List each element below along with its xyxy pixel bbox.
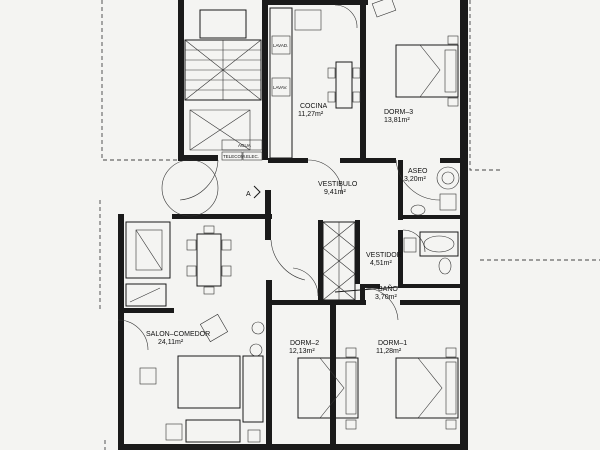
room-name-salon: SALON–COMEDOR [146,331,210,338]
room-area-aseo: 3,20m² [404,176,426,183]
dorm1-furniture [395,347,459,430]
room-name-cocina: COCINA [300,103,328,110]
salon-furniture [125,221,265,443]
label-elec: ELEC. [246,154,259,159]
room-name-dorm3: DORM–3 [384,109,413,116]
room-name-dorm2: DORM–2 [290,340,319,347]
room-name-vestibulo: VESTIBULO [318,181,358,188]
room-area-bano: 3,70m² [375,294,397,301]
room-area-vestidor: 4,51m² [370,260,392,267]
label-agua: AGUA [238,143,251,148]
entrance-label: A [246,191,251,198]
room-area-dorm3: 13,81m² [384,117,410,124]
appliance-labels: LAVAD. LAVAV. AGUA TELECOM. ELEC. [223,43,288,159]
exterior-outlines [99,0,600,450]
kitchen-fixtures [221,7,361,161]
label-telecom: TELECOM. [223,154,246,159]
room-name-aseo: ASEO [408,168,428,175]
room-labels: COCINA 11,27m² DORM–3 13,81m² ASEO 3,20m… [146,103,428,355]
room-area-salon: 24,11m² [158,339,184,346]
room-name-bano: BAÑO [378,284,398,293]
bano-fixtures [334,231,459,293]
label-lavadora: LAVAD. [273,43,288,48]
room-area-cocina: 11,27m² [298,111,324,118]
room-name-dorm1: DORM–1 [378,340,407,347]
label-lavavajillas: LAVAV. [273,85,287,90]
room-area-dorm1: 11,28m² [376,348,402,355]
staircase [184,9,262,151]
dorm2-furniture [297,347,359,430]
door-swings [117,4,441,351]
wardrobe [322,221,356,301]
walls [118,0,468,450]
room-area-dorm2: 12,13m² [289,348,315,355]
dining-furniture [186,225,232,295]
room-name-vestidor: VESTIDOR [366,252,402,259]
room-area-vestibulo: 9,41m² [324,189,346,196]
entrance-marker: A [246,185,261,199]
dorm3-furniture [371,0,459,107]
aseo-fixtures [410,166,460,216]
